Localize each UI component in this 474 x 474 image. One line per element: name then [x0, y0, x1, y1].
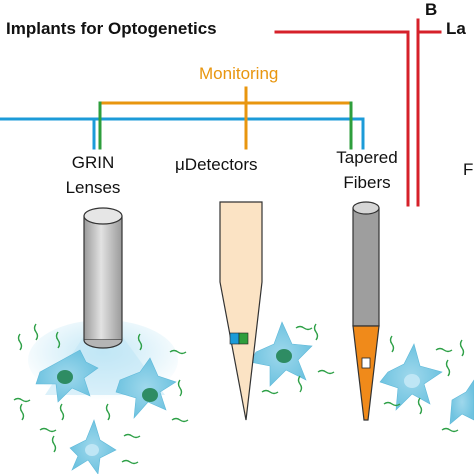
fiber-window: [361, 357, 371, 369]
emission-squiggles: [13, 311, 465, 465]
udetectors-label: μDetectors: [175, 155, 258, 174]
tapered-fibers-label: Tapered Fibers: [326, 145, 408, 195]
tapered-label-line2: Fibers: [343, 173, 391, 192]
page-title: Implants for Optogenetics: [6, 19, 217, 38]
detector-pixel-green: [238, 332, 249, 345]
monitoring-label: Monitoring: [199, 64, 279, 83]
tree-lines: [0, 18, 442, 207]
neurons: [35, 321, 474, 474]
panel-letter: B: [425, 0, 438, 19]
panel-b-title-clipped: La: [446, 19, 466, 38]
neuron: [249, 321, 313, 387]
neuron: [115, 357, 177, 419]
grin-label-line1: GRIN: [71, 153, 115, 172]
neuron: [449, 379, 474, 425]
grin-lens: [83, 207, 123, 349]
udetector-probe: [219, 201, 263, 421]
tapered-fiber: [352, 201, 380, 421]
neuron: [379, 343, 443, 411]
neuron: [35, 349, 99, 403]
grin-label-line2: Lenses: [65, 178, 121, 197]
blue-branch-line: [0, 117, 365, 150]
grin-lenses-label: GRIN Lenses: [58, 150, 128, 200]
right-cut-label: F: [463, 160, 474, 179]
tapered-label-line1: Tapered: [336, 148, 398, 167]
neuron: [69, 419, 117, 474]
detector-pixel-blue: [229, 332, 240, 345]
